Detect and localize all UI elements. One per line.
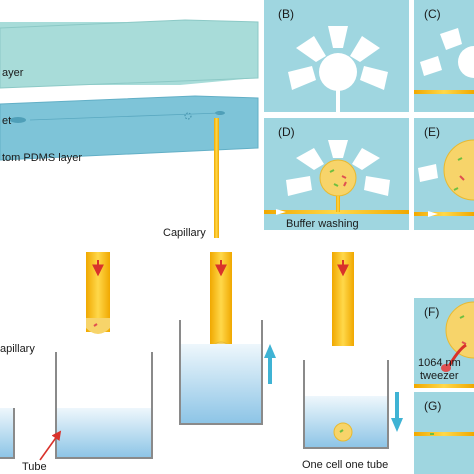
tube-arrow [39,430,62,461]
laser-label: 1064 nm [418,357,461,369]
trap-c-left [420,56,442,76]
panel-d: (D) Buffer washing [264,118,409,230]
inlet-label: et [2,115,11,127]
capillary-label: Capillary [163,227,206,239]
up-arrow [268,356,272,384]
tube-1: Tube [22,352,153,473]
channel-stub [336,90,340,112]
droplet-3 [333,422,353,442]
panel-a-layers: ayer et tom PDMS layer Capillary [0,19,259,239]
tweezer-beam [446,343,467,369]
tube-0 [0,408,15,459]
buffer-washing-label: Buffer washing [286,218,359,230]
capillary-c [414,90,474,94]
top-pdms-layer-shape [0,19,259,89]
bottom-pdms-layer [0,95,259,161]
trap-right [350,36,380,62]
trap-d-right [352,148,380,170]
trap-e-left [418,164,438,182]
droplet-1 [86,318,110,334]
bottom-layer-label: tom PDMS layer [2,152,82,164]
tweezer-spot [441,364,451,372]
channel-line [29,112,221,121]
tweezer-label: tweezer [420,370,459,382]
capillary-3 [332,252,354,346]
down-arrow [395,392,399,420]
chamber-dots-icon [184,112,192,120]
chamber-f [445,301,474,359]
chamber-filled [319,159,357,197]
capillary-left-label: apillary [0,343,35,355]
panel-c: (C) [414,0,474,112]
flow-arrow-d [276,209,286,215]
tube-label: Tube [22,461,47,473]
capillary-1 [86,252,110,334]
top-layer-label: ayer [2,67,24,79]
trap-d-left [296,148,324,170]
panel-f: (F) 1064 nm tweezer [414,298,474,388]
panel-g: (G) [414,392,474,474]
capillary-e [414,212,474,216]
chamber-c [458,46,474,78]
chamber-circle [319,53,357,91]
trap-left-low [288,66,316,90]
inlet-hole [10,117,26,123]
chamber-e [443,139,474,201]
trap-d-left-low [286,176,312,196]
panel-dispensing: apillary Tube [0,252,403,473]
panel-e-label: (E) [424,125,440,139]
one-cell-label: One cell one tube [302,459,388,471]
tube-2 [179,320,276,425]
panel-b-label: (B) [278,7,294,21]
panel-e: (E) [414,118,474,230]
panel-d-label: (D) [278,125,295,139]
panel-g-label: (G) [424,399,441,413]
tube-3: One cell one tube [302,360,403,471]
trap-d-top [328,140,348,158]
panel-b: (B) [264,0,409,112]
capillary-f [414,384,474,388]
trap-d-right-low [364,176,390,196]
trap-c-top [440,28,462,50]
panel-f-label: (F) [424,305,439,319]
trap-top [328,26,348,48]
capillary-vertical [214,118,219,238]
trap-right-low [360,66,388,90]
trap-left [296,36,326,62]
panel-c-label: (C) [424,7,441,21]
capillary-g [414,432,474,436]
